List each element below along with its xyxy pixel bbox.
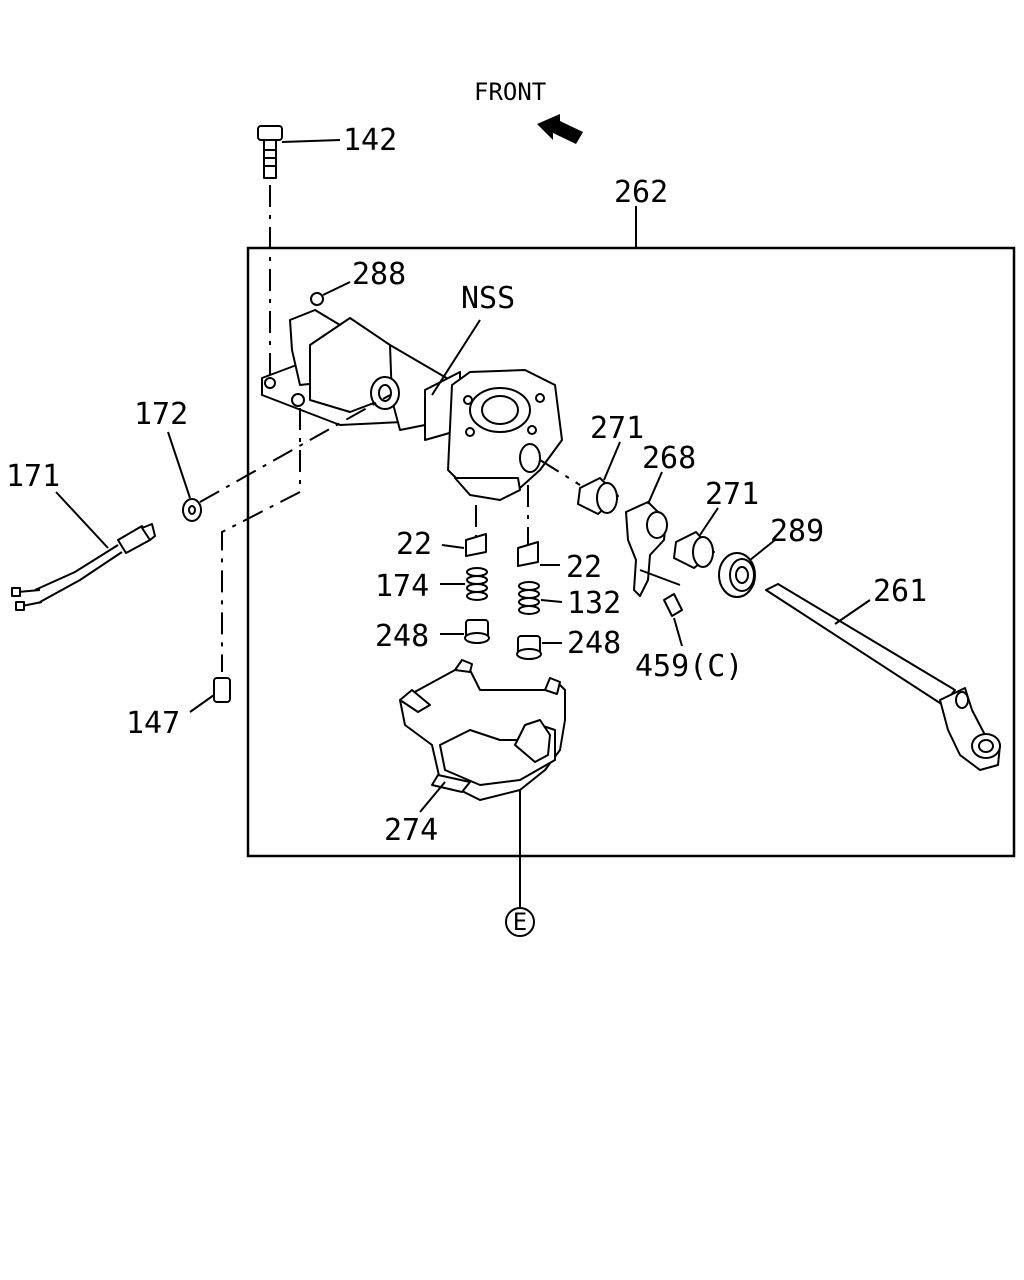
leader-274 — [419, 781, 446, 813]
callout-147: 147 — [126, 706, 180, 741]
leader-22a — [441, 544, 465, 549]
callout-22-a: 22 — [396, 527, 432, 562]
leader-261 — [834, 599, 871, 625]
front-label: FRONT — [474, 78, 546, 106]
transfer-housing — [261, 309, 563, 501]
detent-22-left — [465, 533, 487, 557]
callout-22-b: 22 — [566, 550, 602, 585]
leader-288 — [322, 281, 351, 296]
leader-142 — [281, 139, 341, 143]
assembly-frame — [246, 246, 1016, 858]
callout-171: 171 — [6, 459, 60, 494]
plug-248-left — [464, 619, 490, 644]
spring-174 — [466, 567, 488, 601]
leader-172 — [167, 431, 191, 499]
detent-22-right — [517, 541, 539, 567]
plug-248-right — [516, 635, 542, 660]
leader-268 — [647, 471, 663, 505]
callout-271-b: 271 — [705, 477, 759, 512]
callout-268: 268 — [642, 441, 696, 476]
ball-288 — [310, 292, 324, 306]
leader-nss — [431, 319, 481, 396]
callout-459c: 459(C) — [635, 649, 743, 684]
axis-switch — [199, 394, 391, 503]
leader-459 — [673, 617, 683, 647]
leader-171 — [55, 491, 109, 549]
callout-248-b: 248 — [567, 626, 621, 661]
spring-132 — [518, 581, 540, 615]
cover-274 — [399, 659, 566, 801]
switch-171 — [11, 523, 156, 611]
axis-147 — [221, 408, 301, 672]
leader-289 — [749, 539, 776, 561]
front-arrow-icon — [537, 114, 583, 144]
callout-274: 274 — [384, 813, 438, 848]
lever-268 — [625, 501, 668, 597]
bearing-289 — [718, 552, 756, 598]
callout-nss: NSS — [461, 281, 515, 316]
leader-147 — [189, 694, 215, 713]
callout-132: 132 — [567, 586, 621, 621]
callout-271-a: 271 — [590, 411, 644, 446]
reference-circle-e — [505, 907, 535, 937]
callout-261: 261 — [873, 574, 927, 609]
shaft-261 — [765, 583, 1001, 771]
leader-132 — [540, 599, 563, 603]
bushing-271-b — [673, 531, 715, 569]
callout-174: 174 — [375, 569, 429, 604]
pin-459c — [663, 593, 683, 617]
callout-142: 142 — [343, 123, 397, 158]
leader-271a — [603, 441, 621, 481]
bolt-142 — [257, 125, 283, 179]
reference-label-e: E — [513, 908, 527, 936]
callout-248-a: 248 — [375, 619, 429, 654]
bushing-271-a — [577, 477, 619, 515]
callout-262: 262 — [614, 175, 668, 210]
callout-172: 172 — [134, 397, 188, 432]
pin-147 — [213, 677, 231, 703]
callout-288: 288 — [352, 257, 406, 292]
callout-289: 289 — [770, 514, 824, 549]
leader-271b — [699, 507, 719, 536]
